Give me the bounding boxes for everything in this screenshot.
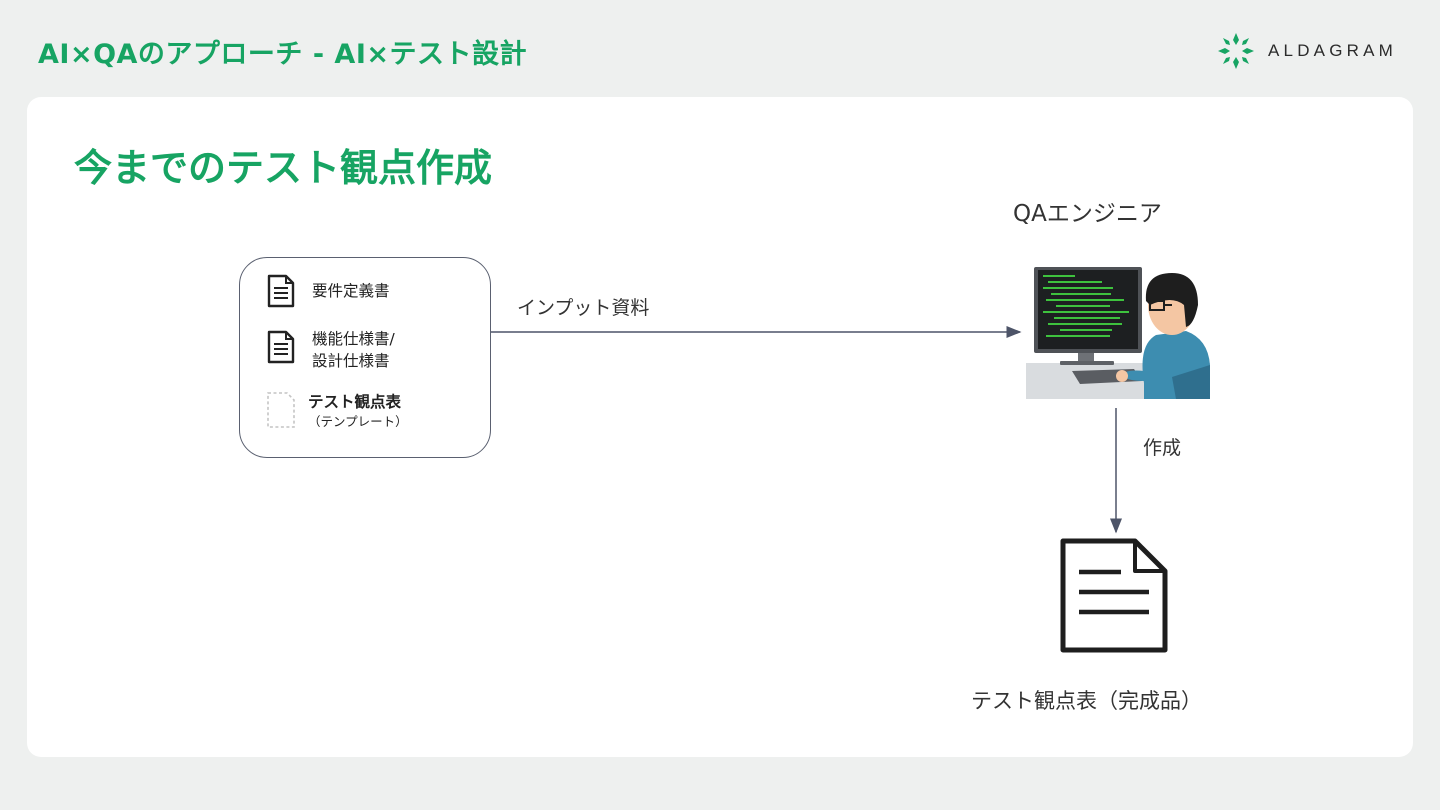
doc-label-specs: 機能仕様書/ 設計仕様書 bbox=[312, 328, 395, 372]
input-arrow-label: インプット資料 bbox=[517, 297, 650, 319]
document-icon bbox=[267, 330, 295, 364]
engineer-at-computer-icon bbox=[1026, 267, 1210, 399]
aldagram-logo-icon bbox=[1218, 33, 1254, 69]
doc-item-template: テスト観点表 （テンプレート） bbox=[266, 391, 408, 430]
doc-label-specs-line2: 設計仕様書 bbox=[312, 352, 390, 370]
doc-item-requirements: 要件定義書 bbox=[266, 274, 390, 308]
doc-label-requirements: 要件定義書 bbox=[312, 282, 390, 300]
doc-label-specs-line1: 機能仕様書/ bbox=[312, 330, 395, 348]
flow-arrows bbox=[491, 326, 1122, 534]
document-icon bbox=[267, 274, 295, 308]
doc-item-specs: 機能仕様書/ 設計仕様書 bbox=[266, 328, 395, 372]
content-card: 今までのテスト観点作成 要件定義書 機能仕様書/ 設計仕様書 bbox=[27, 97, 1413, 757]
doc-label-template-line2: （テンプレート） bbox=[308, 414, 408, 429]
doc-label-template: テスト観点表 （テンプレート） bbox=[308, 391, 408, 430]
logo: ALDAGRAM bbox=[1216, 31, 1397, 71]
output-document-icon bbox=[1060, 538, 1168, 653]
slide-title: 今までのテスト観点作成 bbox=[74, 146, 493, 190]
output-label: テスト観点表（完成品） bbox=[971, 689, 1202, 713]
input-documents-box: 要件定義書 機能仕様書/ 設計仕様書 テスト観点表 （テンプレート） bbox=[239, 257, 491, 458]
engineer-label: QAエンジニア bbox=[1013, 201, 1162, 227]
create-arrow-label: 作成 bbox=[1143, 437, 1182, 459]
header-title: AI×QAのアプローチ - AI×テスト設計 bbox=[38, 39, 527, 70]
doc-label-template-line1: テスト観点表 bbox=[308, 393, 402, 411]
logo-text: ALDAGRAM bbox=[1268, 41, 1398, 60]
